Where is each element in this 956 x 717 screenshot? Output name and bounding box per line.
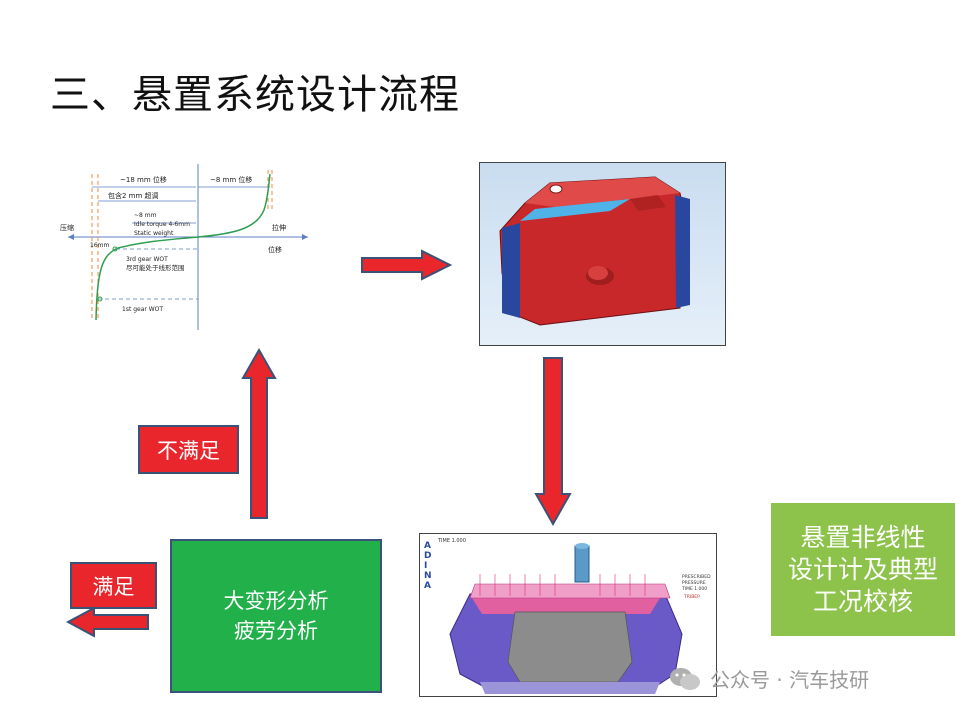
side-line3: 工况校核	[812, 586, 913, 616]
tension-label: 拉伸	[272, 223, 286, 232]
analysis-box: 大变形分析 疲劳分析	[170, 539, 382, 693]
left-mm-label: 16mm	[90, 242, 109, 249]
arrow-left	[66, 606, 149, 638]
svg-text:N: N	[424, 571, 432, 581]
arrow-right	[361, 249, 452, 281]
svg-text:PRESCRIBED: PRESCRIBED	[682, 574, 711, 580]
watermark: 公众号 · 汽车技研	[668, 664, 869, 693]
svg-text:I: I	[424, 561, 427, 571]
page-title: 三、悬置系统设计流程	[50, 72, 460, 118]
mount-cad-image	[479, 162, 726, 346]
arrow-down	[534, 357, 572, 526]
top-left-label: ~18 mm 位移	[120, 175, 167, 184]
svg-text:PRESSURE: PRESSURE	[682, 580, 706, 586]
wechat-icon	[670, 667, 700, 690]
top-right-label: ~8 mm 位移	[210, 175, 252, 184]
fea-legend2: TRIBEP	[683, 594, 700, 600]
fea-mesh-image: A D I N A TIME 1.000 PRESCRIBED PRESSURE…	[419, 533, 717, 697]
svg-text:A: A	[424, 581, 431, 591]
svg-text:TIME 1.000: TIME 1.000	[681, 586, 707, 592]
compress-label: 压缩	[60, 223, 74, 232]
not-satisfied-label: 不满足	[138, 425, 239, 474]
side-note-box: 悬置非线性 设计计及典型 工况校核	[771, 503, 955, 636]
gear3-line2: 尽可能处于线形范围	[126, 263, 185, 272]
fea-header: TIME 1.000	[437, 538, 466, 544]
arrow-up	[241, 348, 277, 519]
stiffness-curve-chart: ~18 mm 位移 ~8 mm 位移 包含2 mm 超调 ~8 mm Idle …	[60, 164, 308, 330]
analysis-line2: 疲劳分析	[234, 619, 318, 643]
idle-line3: Static weight	[134, 230, 174, 237]
satisfied-label: 满足	[70, 562, 157, 609]
watermark-text: 公众号 · 汽车技研	[710, 668, 870, 692]
svg-text:D: D	[424, 551, 431, 561]
gear1-label: 1st gear WOT	[122, 306, 163, 313]
idle-line1: ~8 mm	[134, 212, 157, 219]
side-line1: 悬置非线性	[800, 522, 926, 552]
disp-label: 位移	[268, 245, 282, 254]
analysis-line1: 大变形分析	[223, 589, 329, 613]
overtravel-label: 包含2 mm 超调	[108, 191, 159, 200]
side-line2: 设计计及典型	[787, 554, 938, 584]
idle-line2: Idle torque 4-6mm	[134, 221, 190, 228]
gear3-line1: 3rd gear WOT	[126, 256, 168, 263]
svg-text:A: A	[424, 541, 431, 551]
